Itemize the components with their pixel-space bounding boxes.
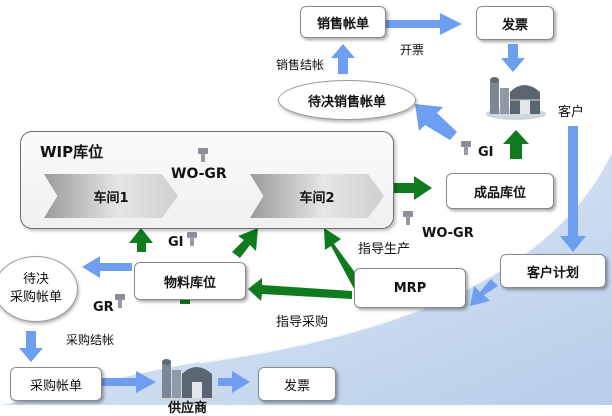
- arrow-supplier-to-invoice: [218, 371, 250, 393]
- invoice-top-label: 发票: [501, 17, 528, 33]
- pending-sales-bill-node: 待决销售帐单: [278, 80, 416, 120]
- scanner-icon: [115, 294, 125, 308]
- invoicing-label: 开票: [400, 43, 425, 57]
- workshop1-node: 车间1: [44, 174, 178, 218]
- arrow-wip-to-fg: [391, 176, 432, 200]
- finished-goods-label: 成品库位: [473, 185, 526, 201]
- customer-warehouse-icon: [486, 77, 546, 120]
- finished-goods-node: 成品库位: [446, 173, 554, 209]
- material-location-node: 物料库位: [134, 262, 246, 300]
- wo-gr-bottom-label: WO-GR: [422, 226, 474, 241]
- invoice-bottom-label: 发票: [283, 378, 310, 394]
- arrow-fg-to-customer: [503, 130, 529, 159]
- mrp-node: MRP: [354, 268, 466, 308]
- guide-production-label: 指导生产: [358, 242, 411, 257]
- gr-label: GR: [93, 300, 114, 315]
- arrow-pending-to-sales: [331, 44, 355, 74]
- scanner-icon: [187, 232, 197, 246]
- background-swoosh: [0, 149, 612, 405]
- pending-purchase-bill-node: 待决 采购帐单: [0, 256, 78, 322]
- scanner-icon: [403, 211, 413, 225]
- workshop2-label: 车间2: [299, 190, 335, 206]
- arrow-plan-to-mrp: [470, 279, 498, 306]
- wo-gr-top-label: WO-GR: [171, 166, 227, 182]
- supplier-warehouse-icon: [158, 359, 218, 402]
- sales-bill-node: 销售帐单: [300, 6, 386, 38]
- customer-plan-node: 客户计划: [500, 254, 606, 288]
- arrow-material-to-wip-2: [232, 228, 258, 258]
- arrow-purchase-to-supplier: [100, 371, 156, 393]
- arrow-customer-to-plan: [560, 126, 586, 252]
- arrow-material-to-pending-purchase: [82, 256, 132, 278]
- purchase-settlement-label: 采购结帐: [66, 333, 115, 347]
- arrow-pending-to-purchase-bill: [19, 331, 43, 362]
- scanner-icon: [198, 148, 208, 162]
- workshop2-node: 车间2: [250, 174, 384, 218]
- pending-purchase-bill-line1: 待决: [22, 272, 49, 287]
- customer-label: 客户: [558, 105, 585, 120]
- sales-bill-label: 销售帐单: [316, 16, 369, 32]
- material-location-label: 物料库位: [163, 275, 216, 291]
- gi-finished-label: GI: [478, 145, 494, 160]
- scanner-icon: [461, 141, 471, 155]
- invoice-top-node: 发票: [476, 6, 554, 40]
- purchase-bill-label: 采购帐单: [29, 378, 82, 394]
- arrow-fg-to-pending: [415, 104, 457, 140]
- customer-plan-label: 客户计划: [526, 265, 579, 281]
- supplier-label: 供应商: [168, 401, 208, 416]
- pending-purchase-bill-line2: 采购帐单: [9, 290, 62, 305]
- sales-settlement-label: 销售结帐: [276, 58, 325, 72]
- arrow-material-to-wip: [129, 228, 153, 252]
- workshop1-label: 车间1: [93, 190, 129, 206]
- wip-location-label: WIP库位: [40, 143, 104, 161]
- mrp-label: MRP: [393, 280, 427, 296]
- arrow-sales-to-invoice: [385, 13, 462, 35]
- pending-sales-bill-label: 待决销售帐单: [307, 94, 386, 110]
- arrow-mrp-to-material: [248, 278, 352, 301]
- arrow-invoice-to-customer: [501, 44, 525, 72]
- gi-material-label: GI: [168, 235, 184, 250]
- guide-purchasing-label: 指导采购: [276, 315, 329, 330]
- purchase-bill-node: 采购帐单: [10, 367, 102, 401]
- invoice-bottom-node: 发票: [258, 367, 336, 401]
